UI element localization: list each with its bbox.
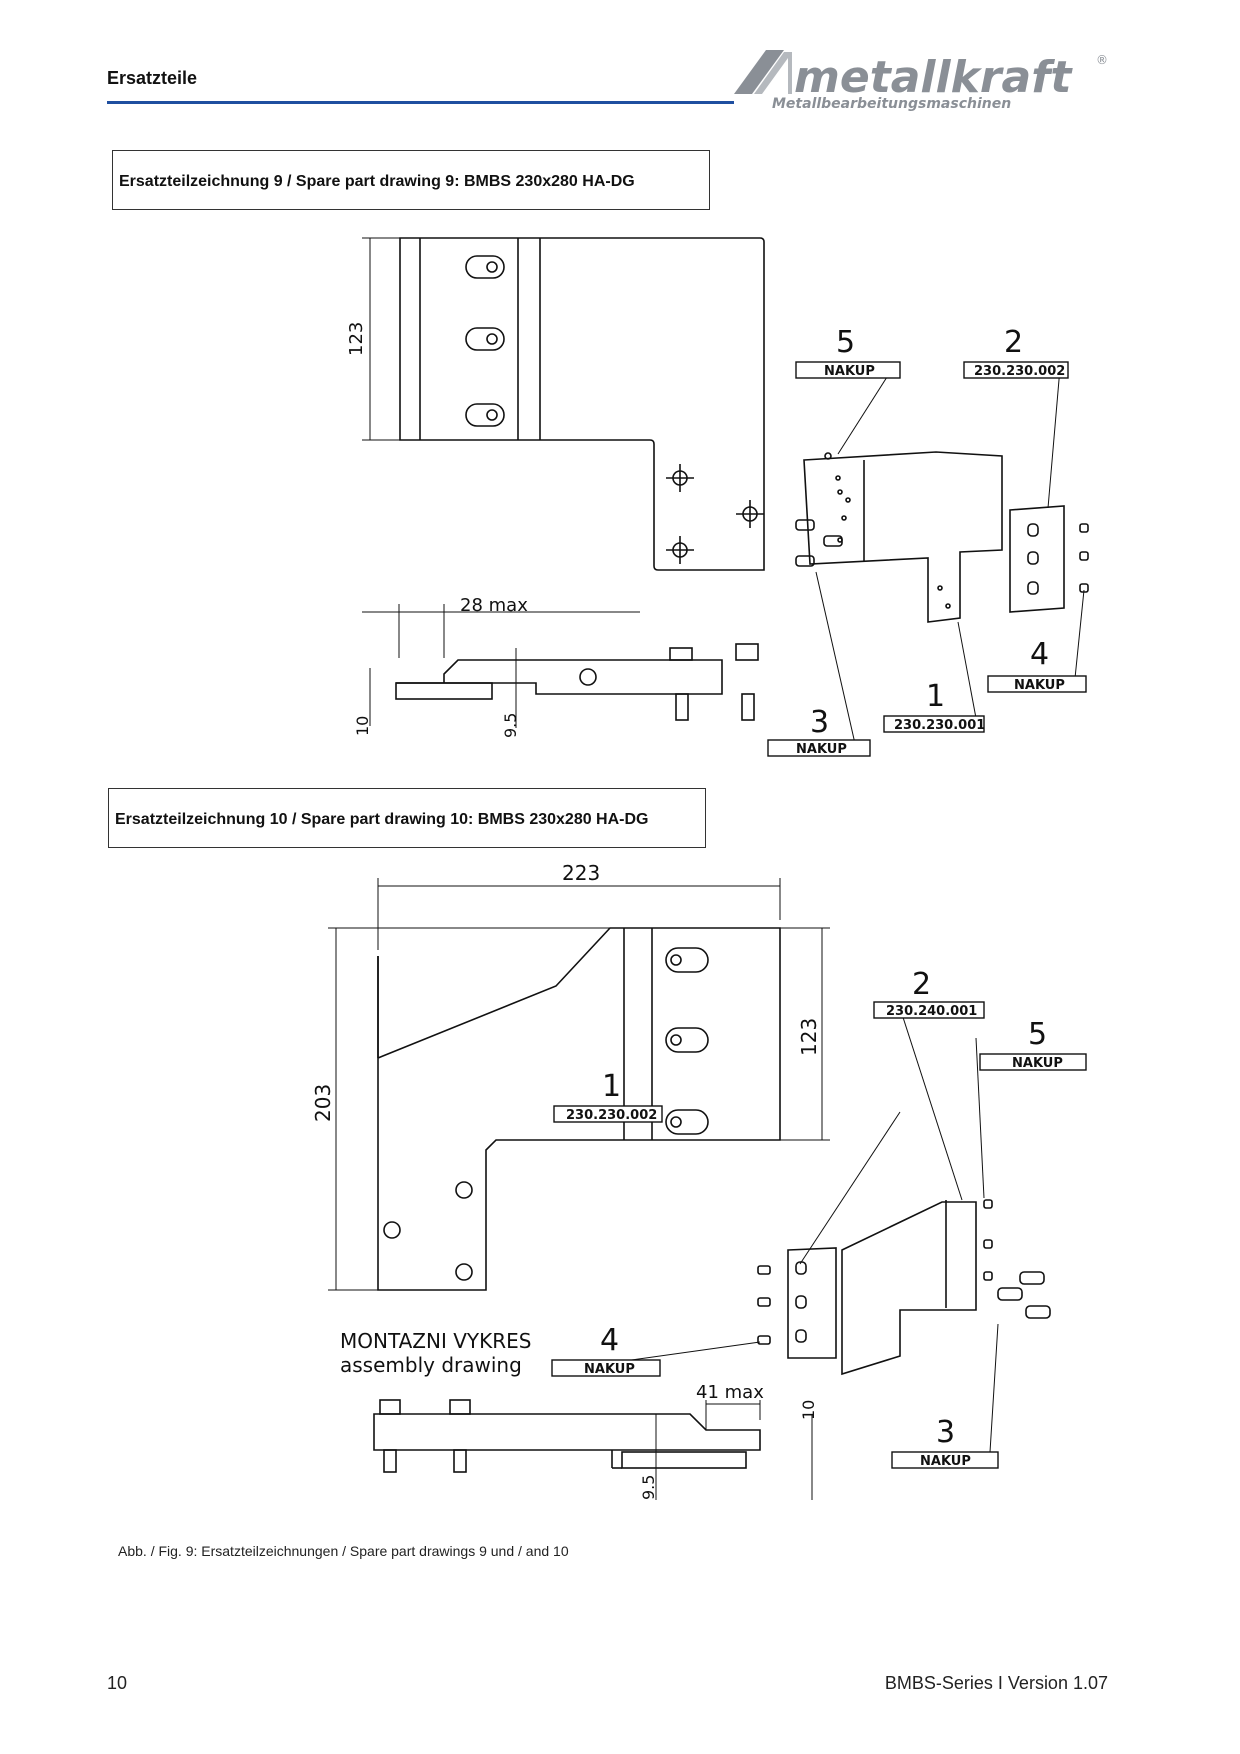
- part-label-10-1: 1 230.230.002: [553, 1069, 663, 1123]
- svg-text:230.230.001: 230.230.001: [894, 718, 985, 733]
- drawing-9-caption: Ersatzteilzeichnung 9 / Spare part drawi…: [119, 173, 635, 190]
- drawing-10-exploded-view: [559, 1007, 1051, 1453]
- dim-9-gap: 9.5: [501, 713, 520, 738]
- dim-9-max: 28 max: [460, 595, 528, 616]
- svg-text:230.240.001: 230.240.001: [886, 1004, 977, 1019]
- document-version: BMBS-Series I Version 1.07: [884, 1673, 1108, 1693]
- svg-text:NAKUP: NAKUP: [1012, 1056, 1063, 1071]
- logo-tagline: Metallbearbeitungsmaschinen: [772, 96, 1011, 112]
- metallkraft-logo: metallkraft ® Metallbearbeitungsmaschine…: [734, 50, 1108, 112]
- svg-text:2: 2: [1004, 325, 1023, 360]
- svg-text:NAKUP: NAKUP: [584, 1362, 635, 1377]
- dim-9-height: 123: [346, 322, 367, 356]
- part-label-9-4: 4 NAKUP: [987, 637, 1087, 693]
- part-label-9-1: 1 230.230.001: [883, 679, 985, 733]
- svg-text:3: 3: [810, 705, 829, 740]
- drawing-10-side-view: [373, 1399, 813, 1500]
- svg-text:5: 5: [836, 325, 855, 360]
- part-label-9-3: 3 NAKUP: [767, 705, 871, 757]
- dim-9-thick: 10: [353, 716, 372, 736]
- svg-text:4: 4: [1030, 637, 1049, 672]
- drawing-10-caption: Ersatzteilzeichnung 10 / Spare part draw…: [115, 811, 649, 828]
- drawing-9-caption-box: Ersatzteilzeichnung 9 / Spare part drawi…: [112, 150, 710, 210]
- drawing-9-top-view: [362, 237, 765, 571]
- logo-wordmark: metallkraft: [794, 52, 1073, 103]
- dim-10-inner: 123: [797, 1018, 821, 1056]
- dim-10-thick: 10: [799, 1400, 818, 1420]
- page-number: 10: [107, 1673, 128, 1693]
- part-label-10-2: 2 230.240.001: [873, 967, 985, 1019]
- part-label-9-5: 5 NAKUP: [795, 325, 901, 379]
- dim-10-width: 223: [562, 861, 600, 885]
- spare-part-drawing-10: 223 203 123 MONTAZNI VYKRES assembly dra…: [311, 861, 1087, 1500]
- drawing-9-exploded-view: [795, 365, 1089, 749]
- svg-text:3: 3: [936, 1415, 955, 1450]
- svg-text:NAKUP: NAKUP: [1014, 678, 1065, 693]
- svg-text:NAKUP: NAKUP: [920, 1454, 971, 1469]
- svg-text:NAKUP: NAKUP: [796, 742, 847, 757]
- spare-part-drawing-9: 123 28 max 10 9.5 5 NAKUP: [346, 237, 1089, 757]
- drawing-10-caption-box: Ersatzteilzeichnung 10 / Spare part draw…: [108, 788, 706, 848]
- header-rule: [107, 101, 734, 104]
- part-label-9-2: 2 230.230.002: [963, 325, 1069, 379]
- svg-text:NAKUP: NAKUP: [824, 364, 875, 379]
- drawing-10-top-view: [328, 878, 830, 1291]
- dim-10-gap: 9.5: [639, 1475, 658, 1500]
- svg-text:230.230.002: 230.230.002: [974, 364, 1065, 379]
- part-label-10-5: 5 NAKUP: [979, 1017, 1087, 1071]
- dim-10-max: 41 max: [696, 1382, 764, 1403]
- svg-text:230.230.002: 230.230.002: [566, 1108, 657, 1123]
- assembly-subtitle: assembly drawing: [340, 1353, 522, 1377]
- dim-10-height: 203: [311, 1084, 335, 1122]
- figure-caption: Abb. / Fig. 9: Ersatzteilzeichnungen / S…: [118, 1543, 569, 1559]
- section-title: Ersatzteile: [107, 68, 198, 88]
- logo-registered: ®: [1096, 53, 1108, 67]
- logo-mark-icon: [734, 50, 792, 94]
- part-label-10-3: 3 NAKUP: [891, 1415, 999, 1469]
- svg-text:4: 4: [600, 1323, 619, 1358]
- svg-text:1: 1: [926, 679, 945, 714]
- svg-text:2: 2: [912, 967, 931, 1002]
- drawing-9-side-view: [362, 604, 759, 728]
- svg-text:1: 1: [602, 1069, 621, 1104]
- assembly-title: MONTAZNI VYKRES: [340, 1329, 531, 1353]
- svg-text:5: 5: [1028, 1017, 1047, 1052]
- part-label-10-4: 4 NAKUP: [551, 1323, 661, 1377]
